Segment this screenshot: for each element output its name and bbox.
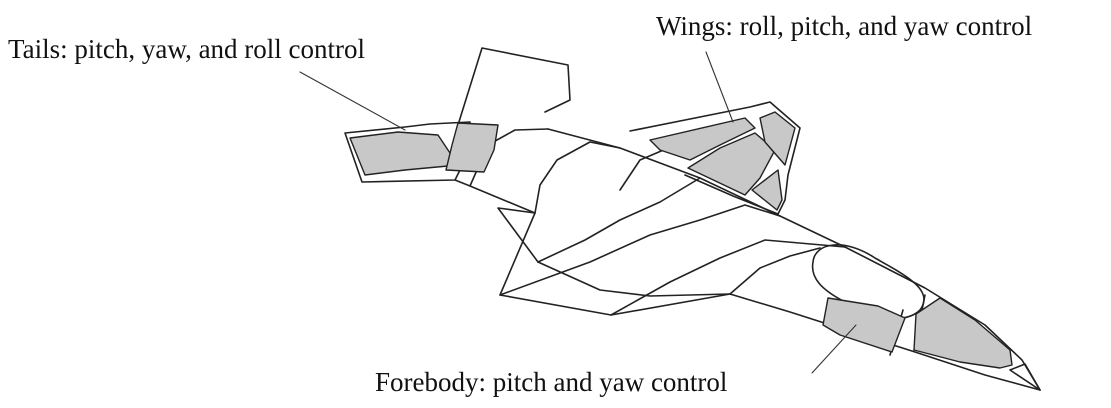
forebody-control-surface-2 <box>913 297 1013 369</box>
body-band-3 <box>537 177 701 263</box>
forebody-leader-line <box>811 324 857 374</box>
body-band-7 <box>729 247 821 295</box>
nose-tip <box>1009 363 1041 391</box>
right-wing-outline <box>629 101 801 215</box>
canopy-outline <box>811 244 925 320</box>
wing-control-surface-4 <box>751 169 783 211</box>
vertical-tail-outline <box>457 47 571 126</box>
tail-control-surface-1 <box>349 131 453 176</box>
body-band-5 <box>610 239 846 316</box>
tail-section-outline <box>454 179 536 214</box>
body-band-4 <box>499 204 781 296</box>
wings-label: Wings: roll, pitch, and yaw control <box>656 11 1033 41</box>
fuselage-bottom-line <box>537 261 1041 391</box>
forebody-control-surface-1 <box>822 297 906 353</box>
wings-leader-line <box>705 51 734 123</box>
left-wing-outline <box>497 207 731 316</box>
tails-leader-line <box>299 71 406 131</box>
body-band-2 <box>534 141 621 214</box>
tails-label: Tails: pitch, yaw, and roll control <box>8 34 366 64</box>
wing-control-surface-1 <box>649 117 756 161</box>
tail-control-surface-2 <box>445 122 499 173</box>
forebody-label: Forebody: pitch and yaw control <box>375 367 728 397</box>
wing-control-surface-3 <box>759 111 796 166</box>
